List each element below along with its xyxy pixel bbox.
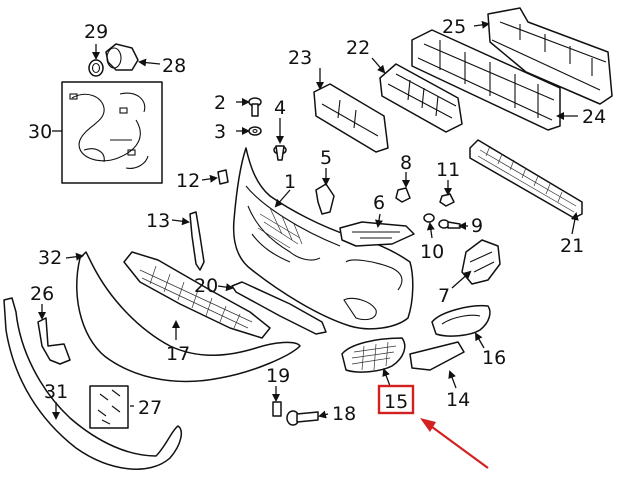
part-9-bolt xyxy=(438,219,461,229)
callout-9: 9 xyxy=(471,215,483,237)
part-1-bumper-cover xyxy=(232,147,414,330)
callout-21: 21 xyxy=(560,235,584,257)
callout-labels: 1 2 3 4 5 6 7 8 9 10 11 12 13 14 15 16 1… xyxy=(28,16,606,425)
part-15-fog-grille xyxy=(341,337,406,373)
callout-17: 17 xyxy=(166,343,190,365)
part-10-washer xyxy=(423,213,435,223)
highlight-arrow-head xyxy=(420,418,436,432)
part-19-clip xyxy=(272,401,282,417)
callout-14: 14 xyxy=(446,389,470,411)
part-27-screw-set xyxy=(89,385,129,429)
part-22-grille-bracket xyxy=(379,63,463,133)
part-13-side-bracket xyxy=(189,211,205,271)
part-26-side-bracket xyxy=(37,317,71,365)
part-3-washer xyxy=(248,126,262,136)
callout-20: 20 xyxy=(194,275,218,297)
leader-lines xyxy=(38,20,579,420)
callout-11: 11 xyxy=(436,159,460,181)
callout-6: 6 xyxy=(373,192,385,214)
part-32-lower-spoiler xyxy=(76,251,301,383)
part-30-wiring-harness xyxy=(61,81,163,184)
callout-25: 25 xyxy=(442,16,466,38)
part-31-lower-lip xyxy=(3,297,183,470)
callout-32: 32 xyxy=(38,247,62,269)
callout-4: 4 xyxy=(274,97,286,119)
callout-27: 27 xyxy=(138,397,162,419)
part-20-lower-strip xyxy=(231,281,327,335)
callout-12: 12 xyxy=(176,170,200,192)
callout-3: 3 xyxy=(214,121,226,143)
part-18-bolt xyxy=(286,410,319,426)
callout-31: 31 xyxy=(44,381,68,403)
part-24-energy-absorber xyxy=(411,29,561,131)
part-2-screw xyxy=(248,97,262,117)
part-23-center-bracket xyxy=(313,83,389,153)
callout-2: 2 xyxy=(214,92,226,114)
callout-19: 19 xyxy=(266,365,290,387)
part-14-side-trim xyxy=(409,341,465,371)
highlight-arrow xyxy=(427,423,489,469)
part-4-clip xyxy=(273,145,287,161)
callout-18: 18 xyxy=(332,403,356,425)
callout-26: 26 xyxy=(30,283,54,305)
callout-5: 5 xyxy=(320,147,332,169)
part-8-clip xyxy=(395,187,411,203)
highlight-box xyxy=(377,384,415,415)
callout-28: 28 xyxy=(162,55,186,77)
part-25-reinforcement-beam xyxy=(487,7,613,105)
part-6-side-guide xyxy=(339,221,415,247)
callout-24: 24 xyxy=(582,106,606,128)
part-12-clip xyxy=(217,169,229,185)
callout-13: 13 xyxy=(146,210,170,232)
callout-22: 22 xyxy=(346,37,370,59)
callout-16: 16 xyxy=(482,347,506,369)
callout-7: 7 xyxy=(438,285,450,307)
part-5-bracket xyxy=(315,183,335,215)
part-16-fog-bezel xyxy=(431,304,491,337)
part-29-sensor-ring xyxy=(88,59,104,77)
callout-8: 8 xyxy=(400,152,412,174)
callout-10: 10 xyxy=(420,241,444,263)
callout-1: 1 xyxy=(284,171,296,193)
part-21-lower-grille xyxy=(469,139,583,219)
callout-29: 29 xyxy=(84,21,108,43)
callout-23: 23 xyxy=(288,47,312,69)
callout-30: 30 xyxy=(28,121,52,143)
callout-15: 15 xyxy=(384,391,408,413)
part-28-parking-sensor xyxy=(105,43,139,71)
part-11-nut xyxy=(439,193,455,207)
part-17-lower-grille xyxy=(123,251,271,339)
part-7-mounting-bracket xyxy=(461,239,501,285)
